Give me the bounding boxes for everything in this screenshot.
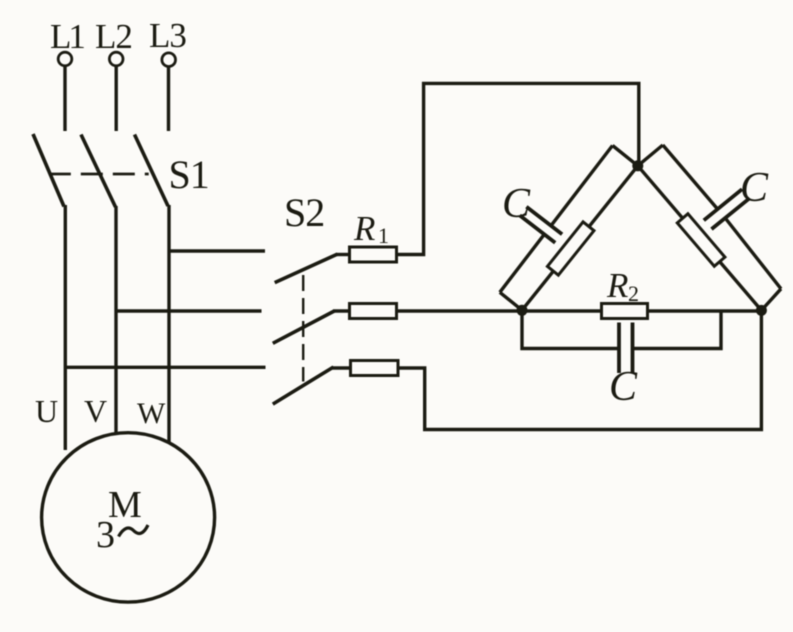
svg-text:2: 2 [628, 281, 639, 306]
svg-text:3: 3 [96, 514, 115, 556]
svg-text:C: C [740, 165, 769, 211]
svg-text:C: C [502, 181, 531, 227]
svg-text:S1: S1 [169, 152, 209, 197]
svg-text:L2: L2 [95, 17, 132, 56]
svg-text:1: 1 [378, 223, 389, 248]
svg-text:S2: S2 [284, 190, 324, 235]
svg-text:C: C [609, 364, 638, 410]
svg-text:M: M [108, 484, 142, 526]
svg-text:L3: L3 [149, 16, 186, 55]
svg-text:R: R [606, 266, 628, 305]
svg-text:R: R [353, 209, 375, 248]
svg-text:U: U [35, 393, 58, 429]
svg-text:W: W [137, 397, 166, 430]
svg-text:L1: L1 [50, 17, 84, 56]
svg-text:V: V [84, 393, 107, 429]
